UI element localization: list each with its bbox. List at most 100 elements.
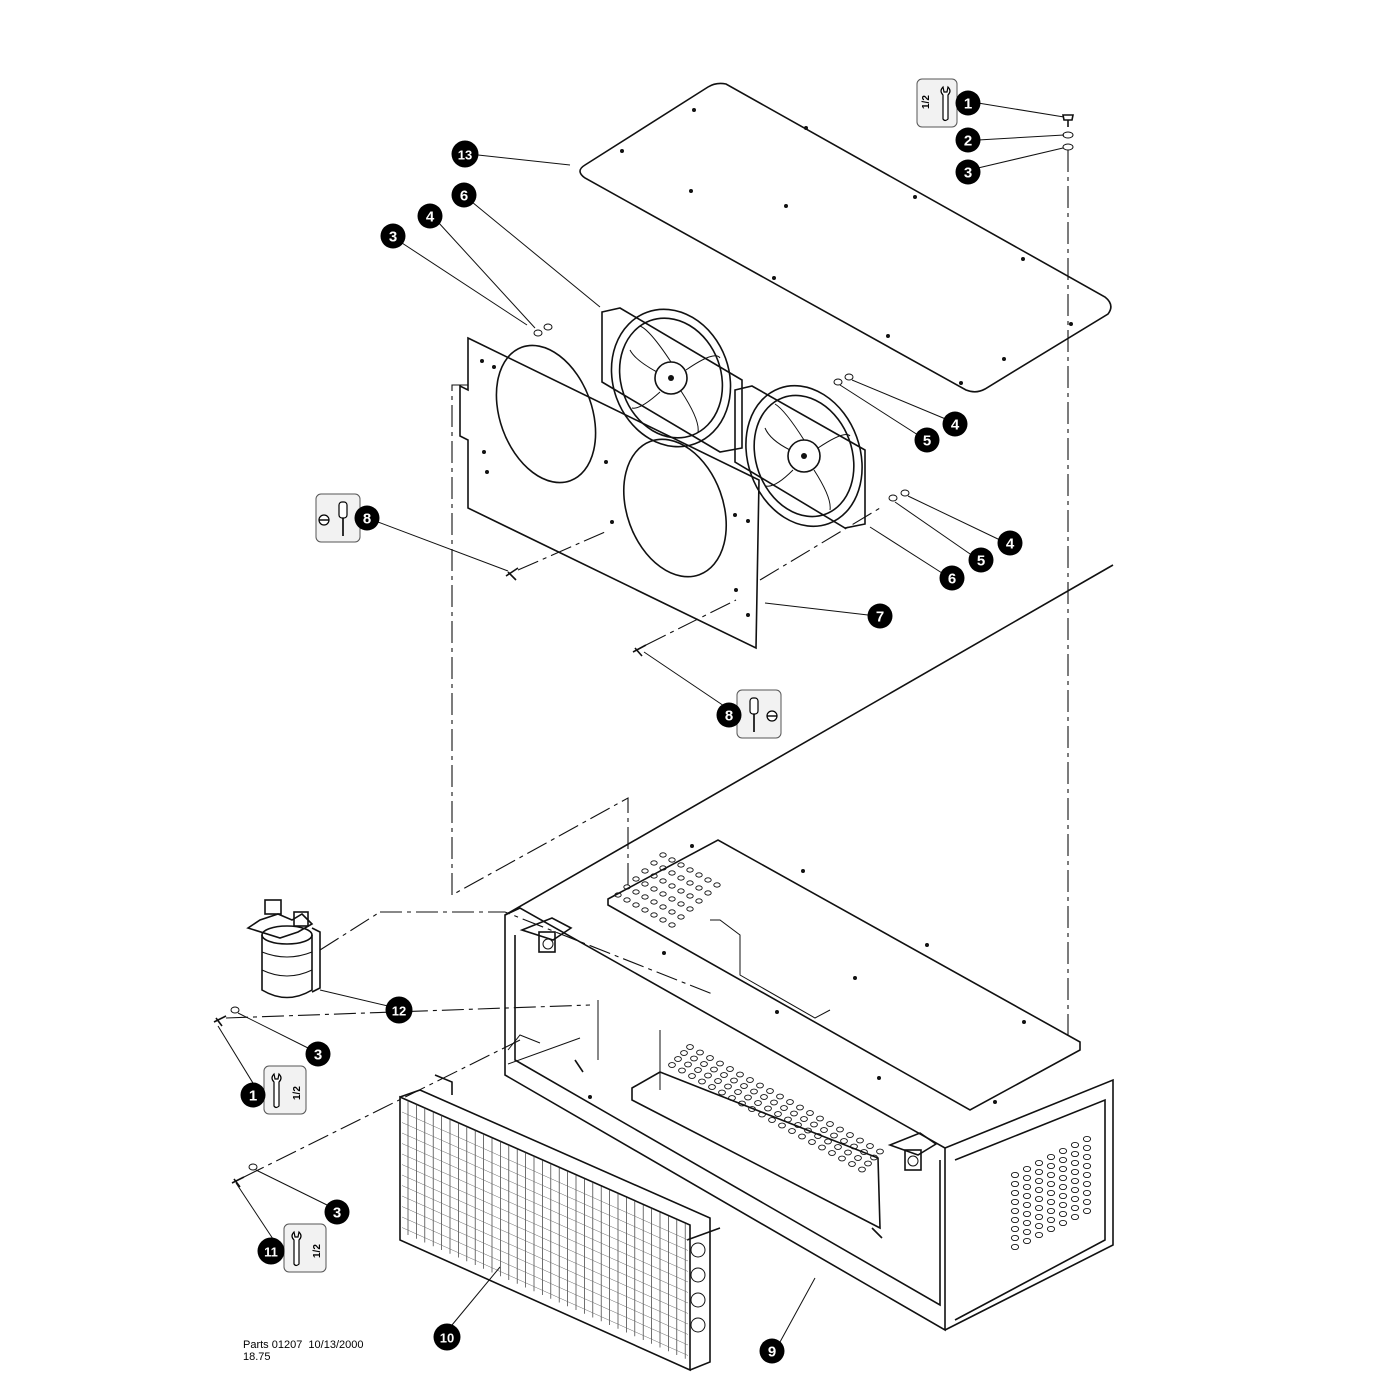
part-callouts: 1 2 3 13 6 4 3 4 5 4 5 6 8 7 8 12 3 1 3 … — [240, 90, 1023, 1364]
vent-hole — [726, 1066, 734, 1072]
callout-1: 1 — [240, 1082, 266, 1108]
vent-hole — [668, 922, 676, 928]
vent-hole — [806, 1110, 814, 1116]
vent-hole — [668, 857, 676, 863]
tool-badge-wrench: 1/2 — [263, 1065, 307, 1115]
callout-10: 10 — [433, 1323, 461, 1351]
vent-hole — [724, 1083, 732, 1090]
vent-hole — [730, 1077, 738, 1084]
condenser-coil — [399, 1074, 721, 1372]
vent-hole — [786, 1099, 794, 1105]
vent-hole — [1010, 1207, 1020, 1215]
vent-hole — [694, 1067, 702, 1073]
svg-text:10: 10 — [440, 1331, 454, 1346]
vent-hole — [695, 898, 703, 904]
vent-hole — [720, 1072, 728, 1078]
svg-text:4: 4 — [951, 417, 960, 434]
vent-hole — [695, 885, 703, 891]
vent-hole — [704, 1072, 712, 1079]
vent-hole — [828, 1150, 836, 1156]
vent-hole — [818, 1144, 826, 1151]
vent-hole — [870, 1154, 878, 1161]
callout-5: 5 — [968, 547, 994, 573]
vent-hole — [734, 1089, 742, 1095]
vent-hole — [758, 1111, 766, 1118]
vent-hole — [1022, 1228, 1032, 1236]
wrench-icon — [940, 85, 951, 122]
vent-hole — [668, 896, 676, 902]
vent-hole — [1022, 1174, 1032, 1182]
callout-12: 12 — [385, 996, 413, 1024]
vent-hole — [1034, 1222, 1044, 1230]
vent-hole — [756, 1082, 764, 1089]
vent-hole — [856, 1137, 864, 1144]
vent-hole — [650, 873, 658, 879]
vent-hole — [1046, 1198, 1056, 1206]
vent-hole — [706, 1055, 714, 1061]
vent-hole — [1058, 1219, 1068, 1227]
vent-hole — [840, 1138, 848, 1144]
svg-text:3: 3 — [333, 1205, 341, 1222]
vent-hole — [1070, 1204, 1080, 1212]
tool-badge-screwdriver — [736, 689, 782, 739]
vent-hole — [736, 1071, 744, 1078]
svg-text:3: 3 — [314, 1047, 322, 1064]
callout-4: 4 — [997, 530, 1023, 556]
vent-hole — [678, 1067, 686, 1074]
vent-hole — [632, 876, 640, 882]
vent-hole — [1010, 1189, 1020, 1197]
tool-badge-wrench: 1/2 — [283, 1223, 327, 1273]
tool-badge-screwdriver — [315, 493, 361, 543]
svg-text:9: 9 — [768, 1344, 776, 1361]
vent-hole — [854, 1155, 862, 1161]
coil-tube — [401, 1143, 689, 1272]
vent-hole — [641, 907, 649, 913]
vent-hole — [778, 1122, 786, 1129]
coil-tube — [401, 1206, 689, 1335]
vent-hole — [1034, 1213, 1044, 1221]
vent-hole — [1082, 1144, 1092, 1152]
vent-hole — [659, 904, 667, 910]
vent-hole — [1046, 1207, 1056, 1215]
vent-hole — [677, 888, 685, 894]
vent-hole — [820, 1127, 828, 1133]
vent-hole — [1022, 1201, 1032, 1209]
vent-hole — [1046, 1216, 1056, 1224]
vent-hole — [836, 1126, 844, 1133]
vent-hole — [686, 1044, 694, 1050]
vent-hole — [790, 1110, 798, 1117]
vent-hole — [1022, 1219, 1032, 1227]
vent-hole — [668, 883, 676, 889]
vent-hole — [1070, 1141, 1080, 1149]
vent-hole — [696, 1049, 704, 1056]
parts-reference: Parts 01207 10/13/2000 — [243, 1339, 364, 1351]
vent-hole — [834, 1144, 842, 1150]
badge-size-label: 1/2 — [921, 95, 932, 109]
coil-tube — [401, 1174, 689, 1304]
callout-4: 4 — [942, 411, 968, 437]
vent-hole — [1034, 1168, 1044, 1176]
coil-tube — [401, 1164, 689, 1293]
vent-hole — [748, 1106, 756, 1112]
vent-hole — [718, 1089, 726, 1096]
vent-hole — [866, 1143, 874, 1149]
vent-hole — [677, 875, 685, 881]
callout-8: 8 — [354, 505, 380, 531]
badge-size-label: 1/2 — [292, 1086, 303, 1100]
vent-hole — [714, 1078, 722, 1084]
svg-text:12: 12 — [392, 1004, 406, 1019]
vent-hole — [768, 1117, 776, 1123]
vent-hole — [650, 899, 658, 905]
svg-text:1: 1 — [249, 1088, 257, 1105]
vent-hole — [1046, 1162, 1056, 1170]
vent-hole — [695, 872, 703, 878]
vent-hole — [686, 893, 694, 899]
vent-hole — [798, 1133, 806, 1140]
vent-hole — [710, 1066, 718, 1073]
vent-hole — [1070, 1150, 1080, 1158]
vent-hole — [668, 1062, 676, 1068]
svg-text:5: 5 — [977, 553, 985, 570]
coil-tube — [401, 1132, 689, 1262]
vent-hole — [659, 865, 667, 871]
vent-hole — [1058, 1210, 1068, 1218]
